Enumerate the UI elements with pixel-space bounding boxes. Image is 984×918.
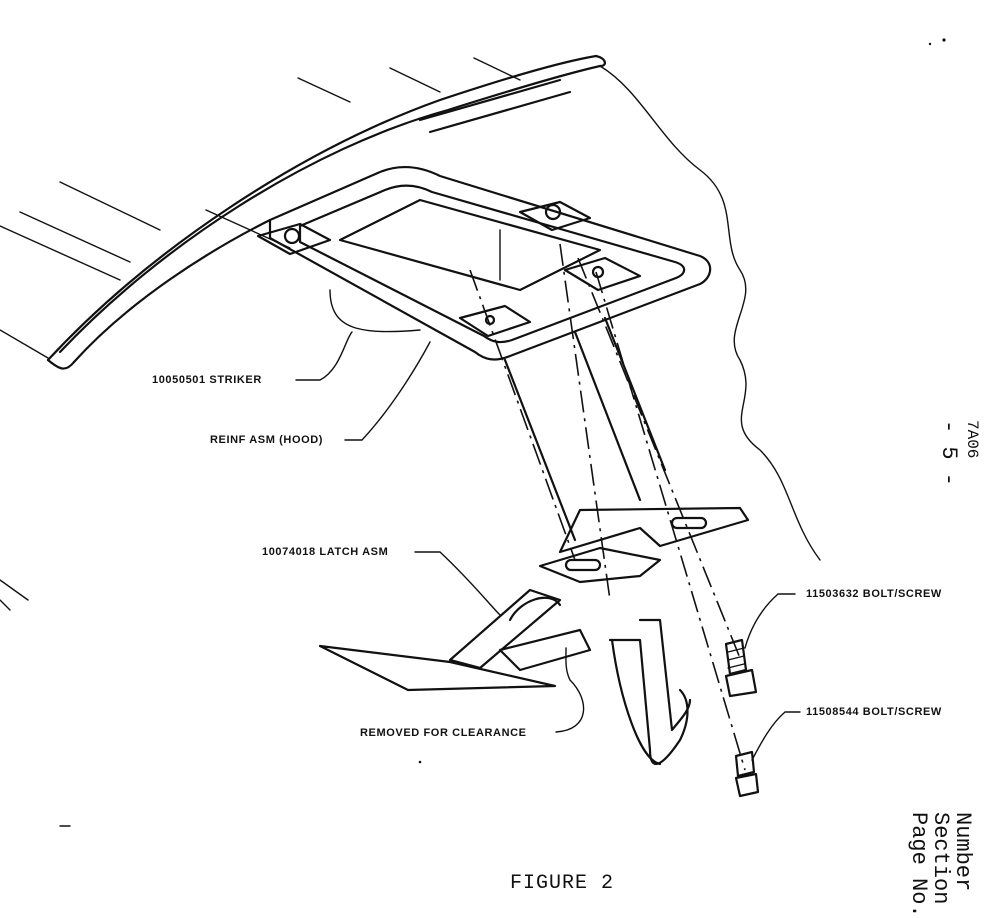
reinf-asm-label: REINF ASM (HOOD) [210,434,324,446]
bolt-screw-2 [734,750,760,798]
leader-lines [295,331,801,761]
latch-bracket [503,316,750,584]
bolt-screw-1 [724,638,758,698]
margin-doc-fragment: 7A06 [963,420,981,459]
latch-assembly [318,588,692,766]
hood-panel [0,54,606,611]
centerlines [469,243,746,771]
margin-page-marker: - 5 - [936,420,961,487]
margin-section: Section [928,812,953,905]
bolt-screw-2-label: 11508544 BOLT/SCREW [806,706,942,718]
cutaway-edge [599,65,821,561]
latch-asm-label: 10074018 LATCH ASM [262,546,389,558]
reinf-frame [256,78,712,361]
striker-label: 10050501 STRIKER [152,374,262,386]
margin-page-no: Page No. [906,812,931,918]
margin-number: Number [950,812,975,892]
figure-caption: FIGURE 2 [510,872,615,895]
bolt-screw-1-label: 11503632 BOLT/SCREW [806,588,942,600]
clearance-label: REMOVED FOR CLEARANCE [360,727,527,739]
